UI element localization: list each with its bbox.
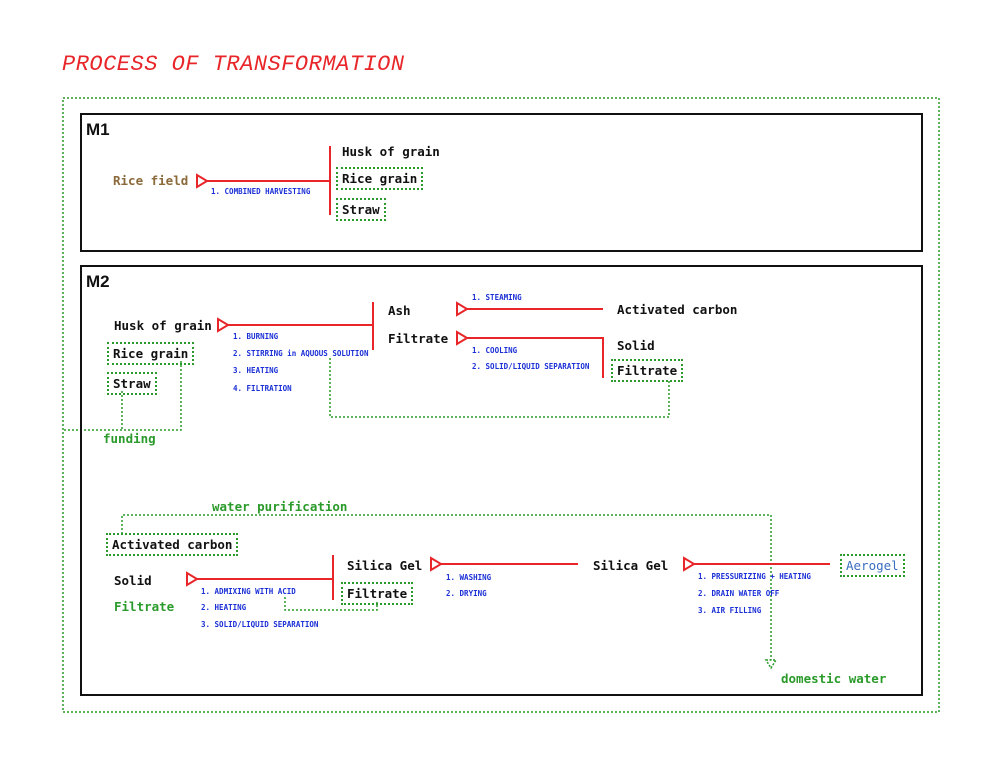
m2-silica-gel: Silica Gel <box>347 558 423 573</box>
m1-out-straw: Straw <box>336 198 386 221</box>
m1-arrow <box>196 173 209 189</box>
m2-activated-carbon: Activated carbon <box>617 302 738 317</box>
m2-water-purification: water purification <box>212 499 348 514</box>
m2-flow-filtrate <box>467 337 604 378</box>
m2-in-husk: Husk of grain <box>114 318 212 333</box>
m2-steps-e-3: 3. AIR FILLING <box>698 606 762 615</box>
m2-step-steam: 1. STEAMING <box>472 293 522 302</box>
m1-step: 1. COMBINED HARVESTING <box>211 187 311 196</box>
page-title: PROCESS OF TRANSFORMATION <box>62 52 405 77</box>
m2-in-rice: Rice grain <box>106 342 195 365</box>
m2-steps-b-2: 2. SOLID/LIQUID SEPARATION <box>472 362 590 371</box>
m2-steps-a-2: 2. STIRRING in AQUOUS SOLUTION <box>233 349 369 358</box>
m2-steps-c-3: 3. SOLID/LIQUID SEPARATION <box>201 620 319 629</box>
m1-heading: M1 <box>86 120 110 139</box>
m2-solid2: Solid <box>114 573 152 588</box>
connector-water-purification <box>121 514 772 660</box>
m2-domestic-water: domestic water <box>781 671 887 686</box>
m2-arrow-filtrate <box>456 330 469 346</box>
m1-out-husk: Husk of grain <box>342 144 440 159</box>
m2-arrow-husk <box>217 317 230 333</box>
m2-filtrate3: Filtrate <box>340 582 414 605</box>
m1-box <box>80 113 923 252</box>
m2-steps-a-1: 1. BURNING <box>233 332 279 341</box>
m2-arrow-ash <box>456 301 469 317</box>
m2-box <box>80 265 923 696</box>
m2-steps-a-3: 3. HEATING <box>233 366 279 375</box>
m2-steps-e-1: 1. PRESSURIZING + HEATING <box>698 572 811 581</box>
m2-steps-c-2: 2. HEATING <box>201 603 247 612</box>
m2-funding: funding <box>103 431 156 446</box>
m2-heading: M2 <box>86 272 110 291</box>
m2-filtrate2: Filtrate <box>114 599 175 614</box>
m2-filtrate: Filtrate <box>388 331 449 346</box>
m1-out-rice: Rice grain <box>335 167 424 190</box>
m2-steps-e-2: 2. DRAIN WATER OFF <box>698 589 780 598</box>
m2-steps-d-2: 2. DRYING <box>446 589 487 598</box>
connector-solution-filtrate <box>329 358 670 418</box>
m2-silica-gel2: Silica Gel <box>593 558 669 573</box>
connector-acid-filtrate <box>284 597 378 611</box>
m2-aerogel: Aerogel <box>840 554 905 577</box>
m2-steps-d-1: 1. WASHING <box>446 573 492 582</box>
outer-frame <box>62 97 940 713</box>
m1-source: Rice field <box>113 173 189 188</box>
m2-arrow-solid <box>186 571 199 587</box>
m2-steps-b-1: 1. COOLING <box>472 346 518 355</box>
m2-arrow-silica <box>430 556 443 572</box>
m2-ash: Ash <box>388 303 411 318</box>
m2-arrow-aerogel <box>683 556 696 572</box>
connector-rice-straw-funding <box>63 361 182 431</box>
m2-filtrate-out: Filtrate <box>610 359 684 382</box>
m2-solid: Solid <box>617 338 655 353</box>
m2-steps-c-1: 1. ADMIXING WITH ACID <box>201 587 296 596</box>
m2-in-straw: Straw <box>107 372 157 395</box>
domestic-water-arrow <box>764 659 778 670</box>
m2-ac-box: Activated carbon <box>105 533 239 556</box>
m2-steps-a-4: 4. FILTRATION <box>233 384 292 393</box>
